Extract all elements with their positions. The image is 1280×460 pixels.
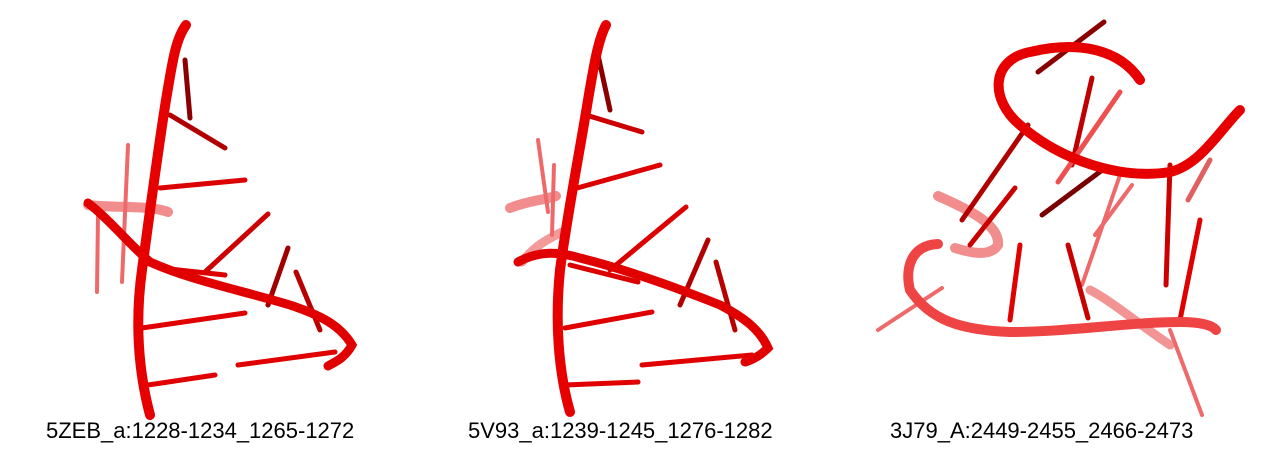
- base: [1065, 242, 1091, 321]
- rna-structure-2: [505, 20, 774, 417]
- structure-panel-1: 5ZEB_a:1228-1234_1265-1272: [0, 0, 430, 460]
- structure-caption-2: 5V93_a:1239-1245_1276-1282: [468, 418, 773, 443]
- base: [567, 262, 641, 285]
- backbone-strand-2: [83, 198, 358, 371]
- backbone-strand-1: [552, 20, 611, 417]
- base: [139, 310, 248, 331]
- base: [157, 177, 248, 191]
- base: [967, 185, 1018, 248]
- base: [235, 349, 338, 368]
- base: [202, 211, 271, 275]
- backbone-strand-lower: [903, 239, 1221, 338]
- base-faded: [1168, 328, 1204, 417]
- base: [959, 122, 1031, 223]
- base: [1185, 157, 1213, 203]
- rna-structure-1: [83, 20, 358, 420]
- base: [1039, 165, 1108, 218]
- base: [562, 309, 655, 331]
- base: [562, 379, 641, 388]
- structure-panel-2: 5V93_a:1239-1245_1276-1282: [430, 0, 850, 460]
- base: [607, 204, 689, 273]
- base: [1163, 162, 1173, 288]
- base-faded: [120, 143, 130, 284]
- base-faded: [95, 213, 100, 294]
- base: [713, 259, 738, 333]
- base: [167, 112, 228, 151]
- structure-caption-1: 5ZEB_a:1228-1234_1265-1272: [46, 418, 355, 443]
- structure-panel-3: 3J79_A:2449-2455_2466-2473: [850, 0, 1280, 460]
- base: [567, 162, 663, 193]
- backbone-faded: [933, 191, 1003, 258]
- base: [145, 372, 218, 388]
- base: [595, 52, 613, 113]
- base: [1055, 89, 1123, 185]
- backbone-loop: [993, 42, 1245, 179]
- base-faded: [876, 286, 944, 332]
- base: [1069, 75, 1095, 168]
- base-faded: [536, 138, 550, 214]
- base: [293, 269, 323, 333]
- rna-structure-3: [876, 19, 1245, 417]
- base: [182, 57, 193, 121]
- base: [1177, 217, 1203, 323]
- base-faded: [550, 163, 556, 237]
- base-faded: [1093, 183, 1134, 237]
- base: [639, 352, 755, 368]
- base: [1007, 242, 1023, 323]
- backbone-faded: [1085, 285, 1175, 350]
- backbone-strand-1: [133, 20, 191, 420]
- structure-caption-3: 3J79_A:2449-2455_2466-2473: [890, 418, 1194, 443]
- base: [583, 112, 645, 135]
